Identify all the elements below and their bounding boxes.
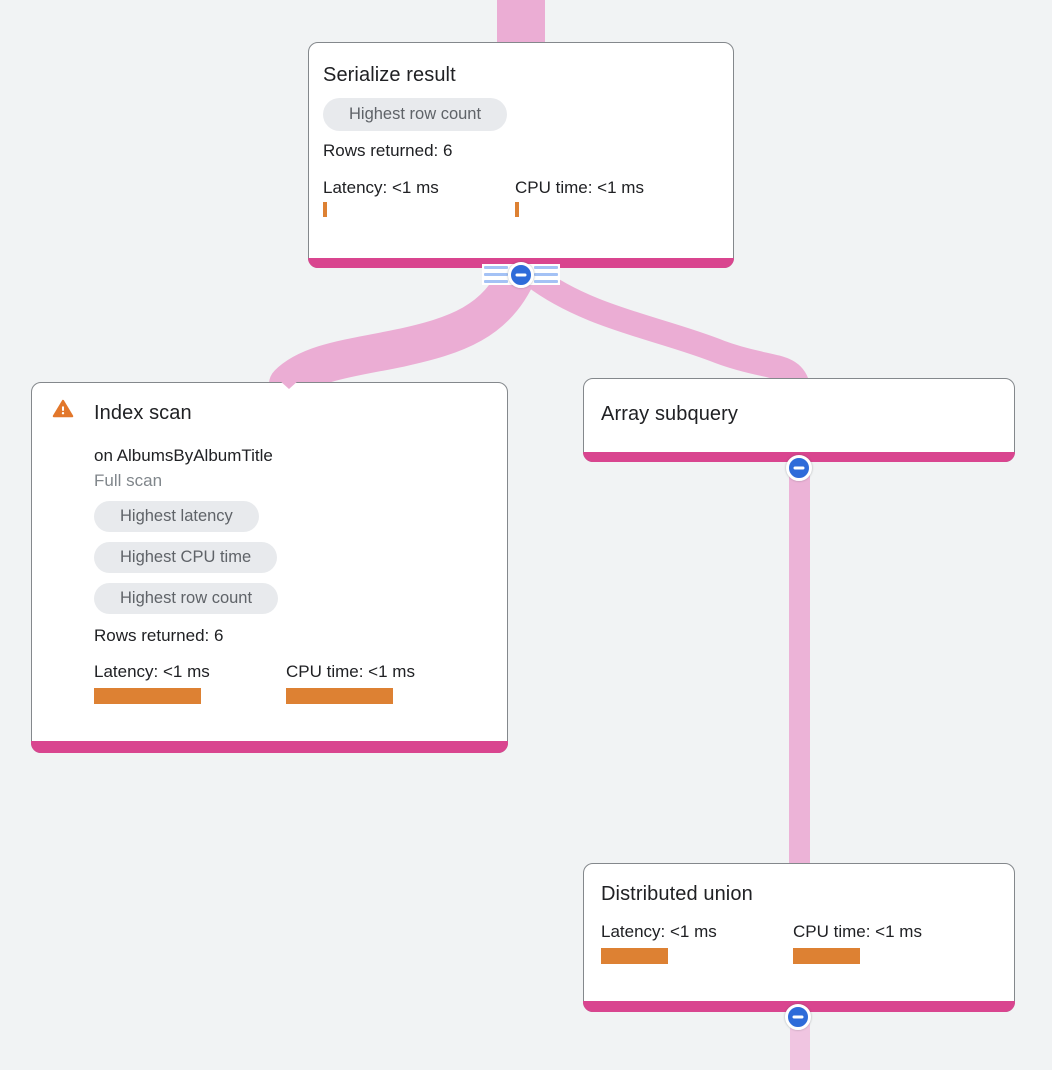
status-badge: Highest row count (323, 98, 508, 131)
cpu-time-label: CPU time: <1 ms (286, 662, 415, 681)
latency-label: Latency: <1 ms (323, 178, 439, 197)
node-card-array-subquery[interactable]: Array subquery (583, 378, 1015, 462)
node-title: Index scan (94, 402, 192, 424)
rows-returned-label: Rows returned: 6 (323, 141, 453, 160)
cpu-time-metric: CPU time: <1 ms (515, 177, 707, 217)
status-badge: Highest latency (94, 501, 259, 532)
node-card-serialize-result[interactable]: Serialize result Highest row count Rows … (308, 42, 734, 268)
status-badge: Highest row count (94, 583, 279, 614)
latency-metric: Latency: <1 ms (323, 177, 515, 217)
node-card-distributed-union[interactable]: Distributed union Latency: <1 ms CPU tim… (583, 863, 1015, 1012)
stripes-right (534, 266, 558, 283)
cpu-time-metric: CPU time: <1 ms (793, 921, 985, 964)
latency-bar (601, 948, 668, 964)
collapse-button-serialize-result[interactable] (508, 262, 534, 288)
badge-stack: Highest latency Highest CPU time Highest… (94, 501, 493, 624)
minus-icon (792, 1015, 804, 1019)
status-badge: Highest CPU time (94, 542, 278, 573)
collapse-button-distributed-union[interactable] (785, 1004, 811, 1030)
latency-metric: Latency: <1 ms (601, 921, 793, 964)
minus-icon (515, 273, 527, 277)
rows-returned-label: Rows returned: 6 (94, 626, 224, 645)
node-title: Array subquery (601, 403, 739, 425)
cpu-time-bar (793, 948, 860, 964)
node-card-index-scan[interactable]: Index scan on AlbumsByAlbumTitle Full sc… (31, 382, 508, 753)
latency-label: Latency: <1 ms (601, 922, 717, 941)
latency-label: Latency: <1 ms (94, 662, 210, 681)
metrics-row: Latency: <1 ms CPU time: <1 ms (94, 661, 493, 704)
flow-top-incoming (497, 0, 545, 46)
node-footer-bar (31, 741, 508, 753)
latency-bar (94, 688, 201, 704)
node-title: Distributed union (601, 883, 753, 905)
flow-arrowhead-icon (279, 380, 299, 389)
latency-metric: Latency: <1 ms (94, 661, 286, 704)
flow-serialize-to-index-scan (269, 251, 538, 403)
flow-array-to-distributed-union (789, 462, 810, 868)
cpu-time-bar (286, 688, 393, 704)
full-scan-note: Full scan (94, 471, 163, 490)
metrics-row: Latency: <1 ms CPU time: <1 ms (323, 177, 719, 217)
latency-bar (323, 202, 327, 217)
metrics-row: Latency: <1 ms CPU time: <1 ms (601, 921, 997, 964)
minus-icon (793, 466, 805, 470)
stripes-left (484, 266, 508, 283)
node-title: Serialize result (323, 64, 456, 86)
cpu-time-bar (515, 202, 519, 217)
flow-serialize-to-array-subquery (521, 264, 810, 398)
cpu-time-label: CPU time: <1 ms (793, 922, 922, 941)
collapse-button-array-subquery[interactable] (786, 455, 812, 481)
warning-triangle-icon (52, 398, 74, 420)
cpu-time-label: CPU time: <1 ms (515, 178, 644, 197)
node-subtitle: on AlbumsByAlbumTitle (94, 446, 273, 465)
cpu-time-metric: CPU time: <1 ms (286, 661, 478, 704)
